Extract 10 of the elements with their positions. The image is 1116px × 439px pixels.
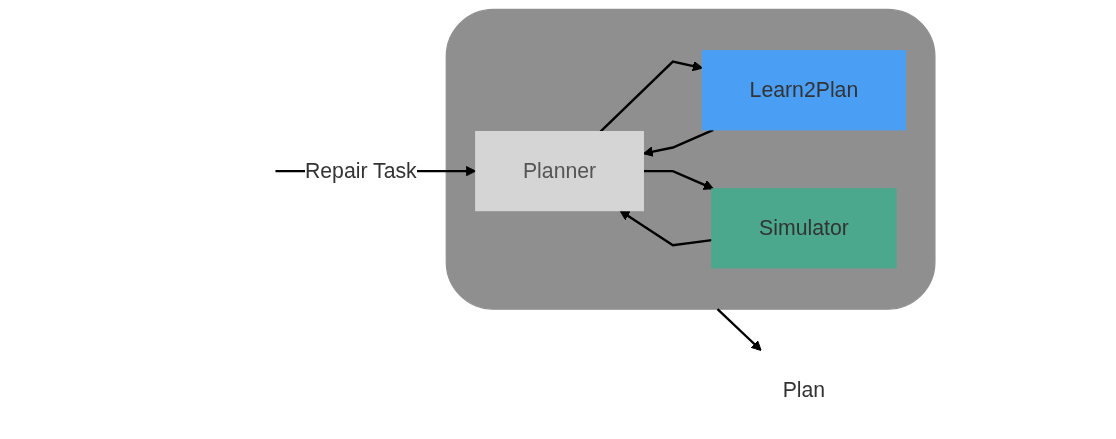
- node-box: Simulator: [711, 188, 897, 269]
- node-box: Planner: [475, 131, 644, 212]
- node-text: Plan: [782, 377, 826, 402]
- arrow: [643, 169, 714, 190]
- arrow: [599, 60, 703, 133]
- arrow: [716, 308, 762, 351]
- node-box: Learn2Plan: [701, 50, 907, 131]
- cluster: [445, 8, 936, 310]
- edge-label: Repair Task: [304, 158, 417, 183]
- arrow: [619, 210, 712, 247]
